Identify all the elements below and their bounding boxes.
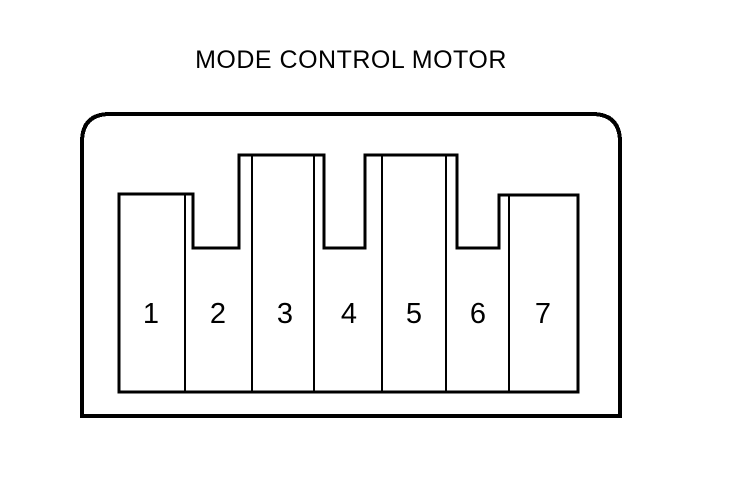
- pin-label-3: 3: [276, 298, 294, 330]
- pin-cavity-profile: [117, 153, 580, 394]
- pin-label-6: 6: [469, 298, 487, 330]
- pin-label-2: 2: [209, 298, 227, 330]
- pin-label-1: 1: [142, 298, 160, 330]
- pin-label-5: 5: [405, 298, 423, 330]
- diagram-title: MODE CONTROL MOTOR: [195, 46, 507, 74]
- pin-divider-lines: [184, 156, 510, 392]
- pin-label-7: 7: [534, 298, 552, 330]
- connector-housing-outline: [80, 112, 622, 418]
- pin-label-4: 4: [340, 298, 358, 330]
